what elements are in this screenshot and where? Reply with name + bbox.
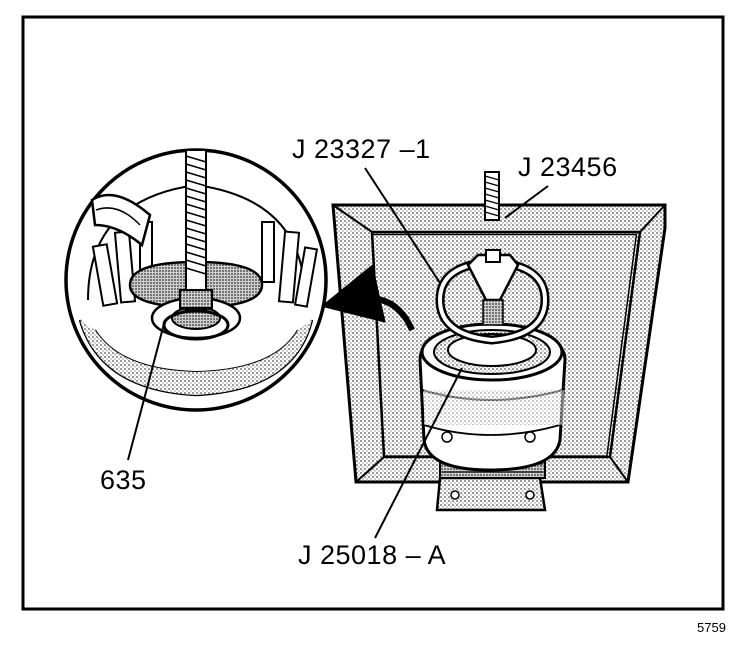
- label-j25018: J 25018 – A: [298, 540, 447, 570]
- leader-lines: [127, 167, 549, 539]
- outer-frame: [21, 15, 725, 611]
- label-j23327: J 23327 –1: [292, 134, 431, 164]
- label-part-635: 635: [100, 465, 147, 495]
- threaded-rod-j23456: [484, 171, 500, 221]
- label-j23456: J 23456: [518, 152, 618, 182]
- figure-code: 5759: [697, 620, 726, 635]
- housing-assembly: [418, 249, 567, 479]
- detail-circle: [64, 148, 328, 412]
- detail-arrow: [320, 264, 415, 332]
